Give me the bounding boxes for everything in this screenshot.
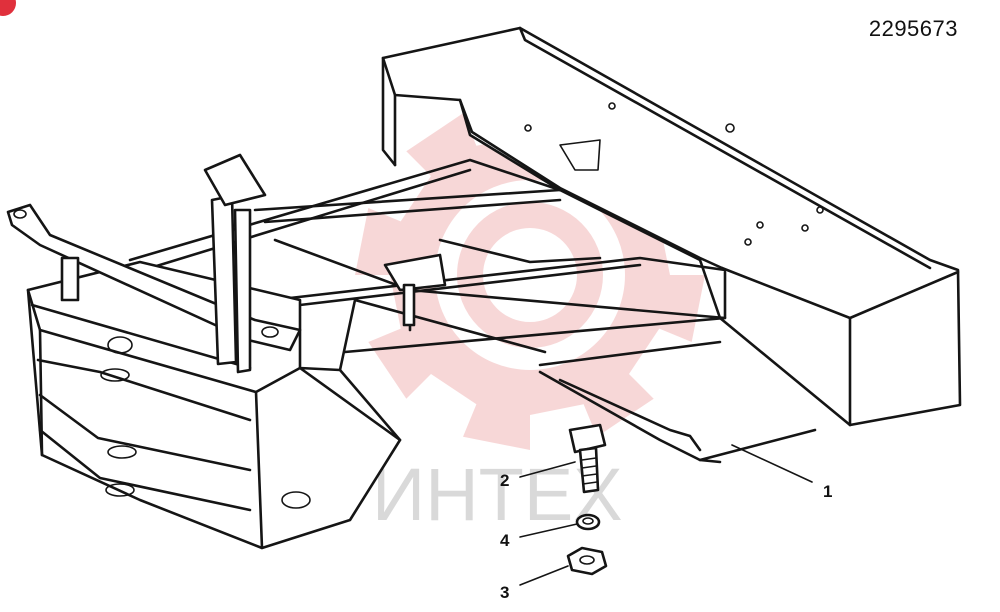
callout-1: 1: [823, 482, 832, 501]
nut: [566, 546, 608, 576]
leader-lines: [519, 444, 813, 586]
callout-2: 2: [500, 471, 509, 490]
washer: [575, 513, 601, 531]
part-number: 2295673: [868, 16, 958, 41]
bottom-plate: [538, 370, 817, 464]
callout-4: 4: [500, 531, 510, 550]
callout-3: 3: [500, 583, 509, 602]
front-counterweight: [26, 260, 547, 550]
bolt: [568, 423, 607, 494]
corner-badge-icon: [0, 0, 16, 16]
support-posts: [6, 153, 447, 374]
